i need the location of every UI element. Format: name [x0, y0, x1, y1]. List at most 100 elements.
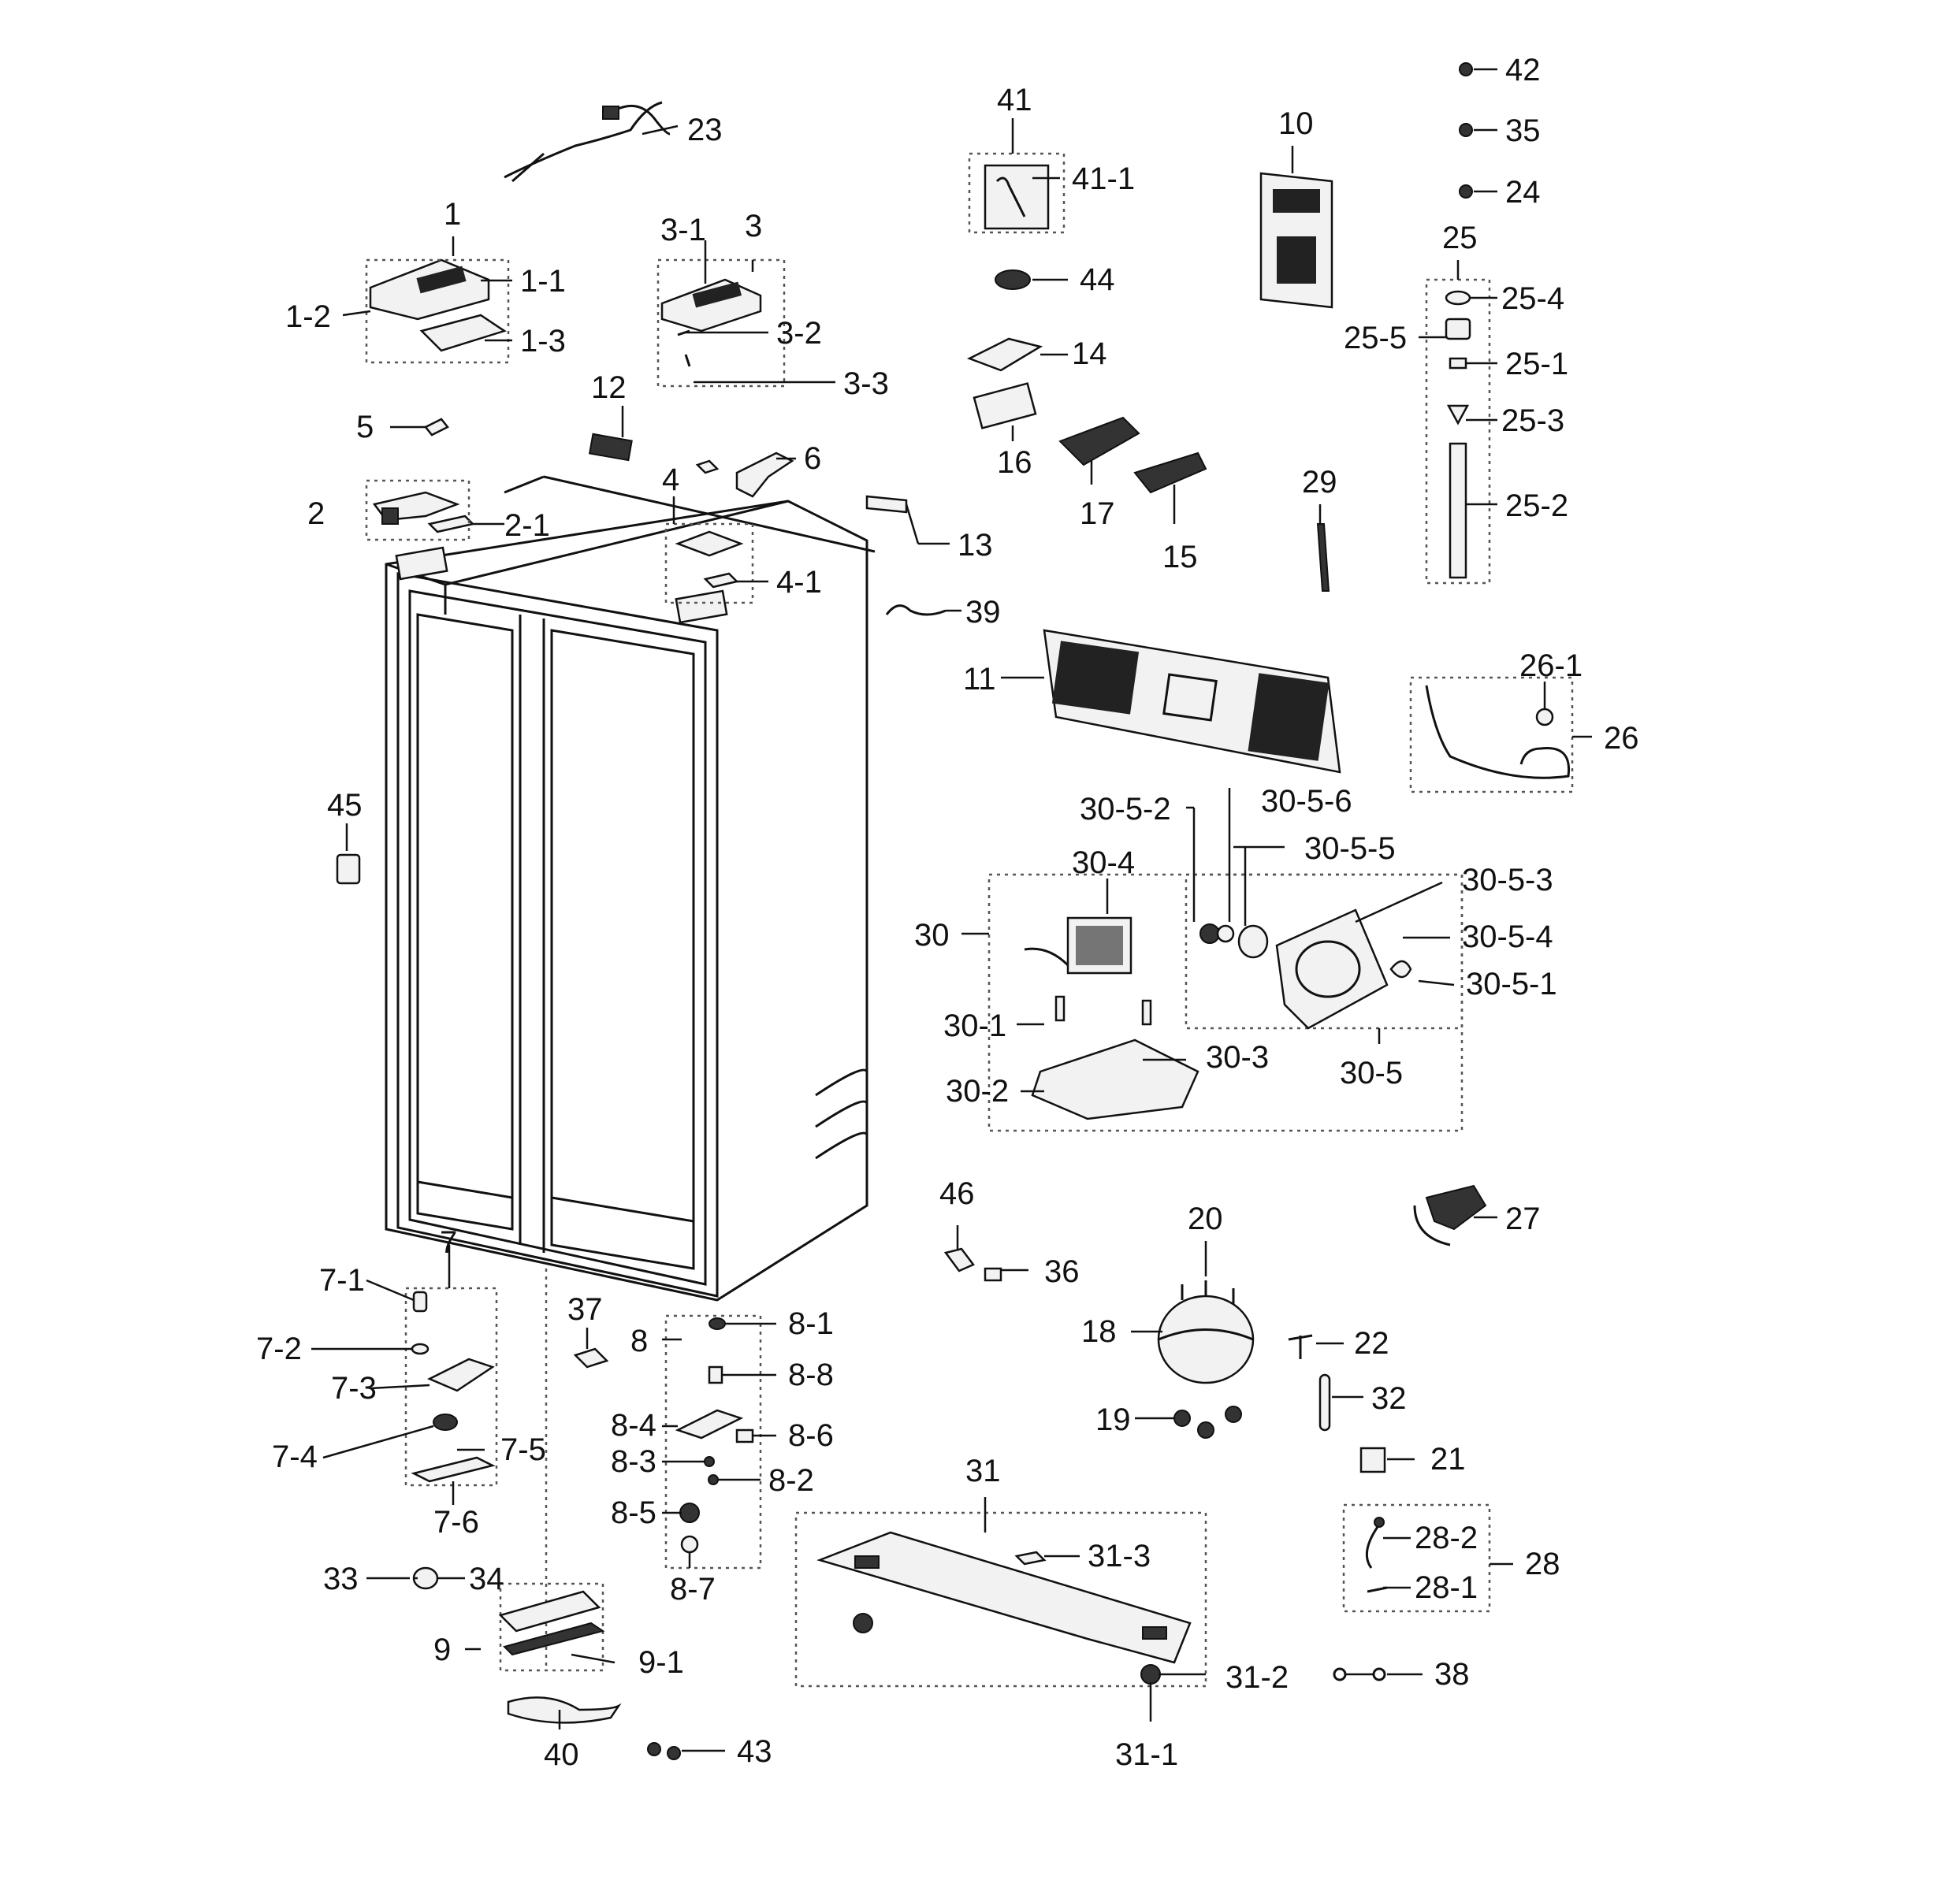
label-3-2: 3-2 [776, 316, 822, 351]
module-part-14 [966, 337, 1043, 372]
panel-part-10 [1259, 172, 1333, 309]
label-25-3: 25-3 [1501, 403, 1564, 438]
leader-lines [311, 68, 1592, 1752]
base-plate-part-31 [794, 1511, 1207, 1688]
label-30-5-5: 30-5-5 [1304, 831, 1396, 866]
label-25-1: 25-1 [1505, 347, 1568, 381]
label-30-4: 30-4 [1072, 845, 1135, 880]
label-30: 30 [914, 918, 950, 953]
label-17: 17 [1080, 496, 1115, 531]
back-panel-part-11 [1043, 629, 1341, 774]
label-14: 14 [1072, 336, 1107, 371]
label-41: 41 [997, 83, 1032, 117]
label-26-1: 26-1 [1519, 648, 1583, 683]
label-8: 8 [630, 1324, 648, 1358]
label-9: 9 [433, 1633, 451, 1667]
compressor-part-18 [1157, 1280, 1255, 1439]
evaporator-assembly-part-30 [987, 873, 1463, 1132]
label-30-5-4: 30-5-4 [1462, 919, 1553, 954]
part-29 [1316, 523, 1330, 592]
nut-part-24 [1459, 184, 1473, 199]
part-27 [1413, 1184, 1487, 1246]
label-1-2: 1-2 [285, 299, 331, 334]
bracket-part-13 [865, 495, 908, 514]
board-part-16 [973, 382, 1037, 429]
label-21: 21 [1430, 1442, 1466, 1477]
label-25: 25 [1442, 221, 1478, 255]
label-3-3: 3-3 [843, 366, 889, 401]
label-39: 39 [965, 595, 1001, 630]
label-41-1: 41-1 [1072, 162, 1135, 196]
label-26: 26 [1604, 721, 1639, 756]
label-40: 40 [544, 1737, 579, 1772]
cabinet-body [385, 475, 876, 1670]
label-46: 46 [939, 1176, 975, 1211]
part-43 [647, 1742, 681, 1760]
hinge-cover-part-3 [656, 258, 786, 388]
label-8-2: 8-2 [768, 1463, 814, 1498]
instruction-sheet-part-41 [968, 152, 1066, 234]
label-8-6: 8-6 [788, 1418, 834, 1453]
label-7-6: 7-6 [433, 1505, 479, 1540]
label-5: 5 [356, 410, 374, 444]
label-24: 24 [1505, 175, 1541, 210]
nut-part-35 [1459, 123, 1473, 137]
label-7-3: 7-3 [331, 1371, 377, 1406]
control-board-part-15 [1133, 451, 1207, 494]
part-32 [1318, 1373, 1331, 1432]
label-32: 32 [1371, 1381, 1407, 1416]
part-40 [507, 1696, 622, 1724]
label-8-3: 8-3 [611, 1444, 656, 1479]
valve-part-46 [943, 1247, 975, 1272]
label-8-5: 8-5 [611, 1495, 656, 1530]
label-45: 45 [327, 788, 363, 823]
label-25-5: 25-5 [1344, 321, 1407, 355]
label-28-1: 28-1 [1415, 1570, 1478, 1605]
label-19: 19 [1095, 1402, 1131, 1437]
label-42: 42 [1505, 53, 1541, 87]
label-8-4: 8-4 [611, 1408, 656, 1443]
label-4: 4 [662, 463, 679, 497]
label-8-8: 8-8 [788, 1358, 834, 1392]
label-37: 37 [567, 1292, 603, 1327]
hinge-part-6 [735, 451, 794, 498]
label-29: 29 [1302, 465, 1337, 500]
nut-part-42 [1459, 62, 1473, 76]
label-25-2: 25-2 [1505, 489, 1568, 523]
label-7-1: 7-1 [319, 1263, 365, 1298]
label-10: 10 [1278, 106, 1314, 141]
hinge-part-2 [365, 479, 475, 541]
label-30-5-1: 30-5-1 [1466, 967, 1557, 1001]
label-43: 43 [737, 1734, 772, 1769]
label-25-4: 25-4 [1501, 281, 1564, 316]
wire-part-39 [885, 604, 947, 616]
hinge-pin-part [695, 459, 720, 474]
part-36 [984, 1267, 1002, 1282]
label-44: 44 [1080, 262, 1115, 297]
label-8-1: 8-1 [788, 1306, 834, 1341]
label-7-5: 7-5 [500, 1432, 546, 1467]
label-36: 36 [1044, 1254, 1080, 1289]
tube-part-26 [1409, 676, 1574, 793]
part-38 [1333, 1667, 1386, 1681]
label-23: 23 [687, 113, 723, 147]
label-1: 1 [444, 197, 461, 232]
part-21 [1359, 1447, 1386, 1473]
grommet-part-44 [995, 269, 1031, 290]
label-1-1: 1-1 [520, 264, 566, 299]
label-31-1: 31-1 [1115, 1737, 1178, 1772]
label-18: 18 [1081, 1314, 1117, 1349]
filter-assembly-part-25 [1425, 278, 1491, 585]
label-31-2: 31-2 [1225, 1660, 1289, 1695]
label-30-5-6: 30-5-6 [1261, 784, 1352, 819]
label-20: 20 [1188, 1202, 1223, 1236]
part-22 [1288, 1334, 1313, 1359]
label-13: 13 [958, 528, 993, 563]
hinge-assembly-part-7 [404, 1287, 498, 1487]
label-30-5-3: 30-5-3 [1462, 863, 1553, 897]
label-30-1: 30-1 [943, 1009, 1006, 1043]
label-3-1: 3-1 [660, 213, 706, 247]
label-15: 15 [1162, 540, 1198, 574]
label-16: 16 [997, 445, 1032, 480]
